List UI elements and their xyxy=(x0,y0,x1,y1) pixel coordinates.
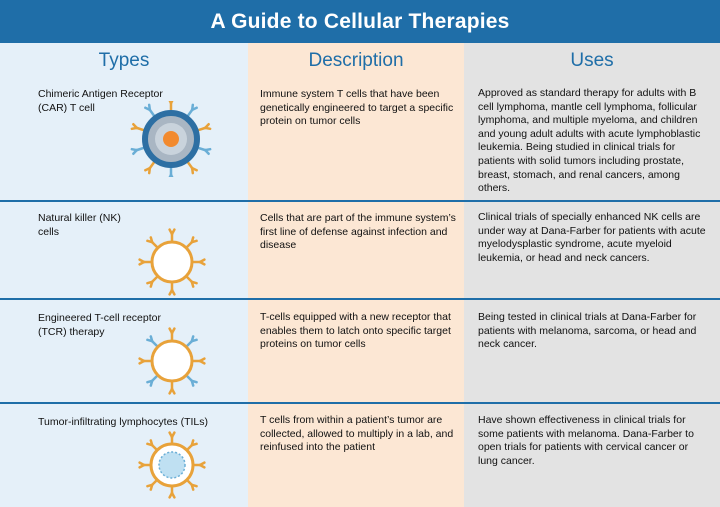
receptor-arm xyxy=(138,461,146,467)
receptor-arm xyxy=(130,147,139,152)
row-4-uses: Have shown effectiveness in clinical tri… xyxy=(478,414,694,467)
types-column xyxy=(0,43,248,507)
row-1-description: Immune system T cells that have been gen… xyxy=(260,88,454,128)
row-divider xyxy=(0,298,720,300)
uses-column xyxy=(464,43,720,507)
row-3-uses: Being tested in clinical trials at Dana-… xyxy=(478,311,697,351)
uses-header: Uses xyxy=(570,50,614,71)
receptor-arm xyxy=(146,483,154,488)
receptor-arm xyxy=(168,173,173,177)
car-t-cell-icon xyxy=(130,101,212,177)
receptor-arm xyxy=(170,228,176,236)
receptor-arm xyxy=(149,236,154,244)
row-divider xyxy=(0,402,720,404)
receptor-arm xyxy=(190,106,198,112)
row-1-uses: Approved as standard therapy for adults … xyxy=(478,87,701,195)
receptor-arm xyxy=(146,280,154,285)
description-column xyxy=(248,43,464,507)
receptor-arm xyxy=(190,239,198,244)
receptor-arm xyxy=(190,483,195,491)
row-4-type: Tumor-infiltrating lymphocytes (TILs) xyxy=(38,416,208,428)
receptor-arm xyxy=(190,166,195,175)
receptor-arm xyxy=(146,379,154,384)
receptor-arm xyxy=(168,387,174,395)
receptor-arm xyxy=(203,126,212,131)
receptor-arm xyxy=(144,166,152,172)
types-header: Types xyxy=(98,50,150,71)
receptor-arm xyxy=(149,335,154,343)
nk-cell-icon xyxy=(138,228,206,296)
receptor-arm xyxy=(190,338,198,343)
receptor-arm xyxy=(132,122,139,130)
receptor-arm xyxy=(198,359,206,365)
page-title: A Guide to Cellular Therapies xyxy=(0,0,720,43)
receptor-arm xyxy=(147,103,152,112)
tcr-cell-icon xyxy=(138,327,206,395)
receptor-arm xyxy=(198,463,206,469)
row-1-type: Chimeric Antigen Receptor (CAR) T cell xyxy=(38,88,163,114)
row-divider xyxy=(0,200,720,202)
row-2-description: Cells that are part of the immune system… xyxy=(260,212,456,252)
receptor-arm xyxy=(190,379,195,387)
receptor-arm xyxy=(190,280,195,288)
row-2-type: Natural killer (NK) cells xyxy=(38,212,121,238)
receptor-arm xyxy=(190,442,198,447)
receptor-arm xyxy=(203,148,210,156)
receptor-arm xyxy=(170,327,176,335)
receptor-arm xyxy=(169,101,174,105)
receptor-arm xyxy=(138,258,146,264)
til-cell-icon xyxy=(138,431,206,499)
row-4-description: T cells from within a patient’s tumor ar… xyxy=(260,414,454,454)
receptor-arm xyxy=(138,357,146,363)
row-3-description: T-cells equipped with a new receptor tha… xyxy=(260,311,451,351)
receptor-arm xyxy=(149,439,154,447)
receptor-arm xyxy=(198,260,206,266)
row-2-uses: Clinical trials of specially enhanced NK… xyxy=(478,211,706,264)
row-3-type: Engineered T-cell receptor (TCR) therapy xyxy=(38,312,161,338)
receptor-arm xyxy=(170,431,176,439)
receptor-arm xyxy=(168,491,174,499)
description-header: Description xyxy=(308,50,404,71)
receptor-arm xyxy=(168,288,174,296)
